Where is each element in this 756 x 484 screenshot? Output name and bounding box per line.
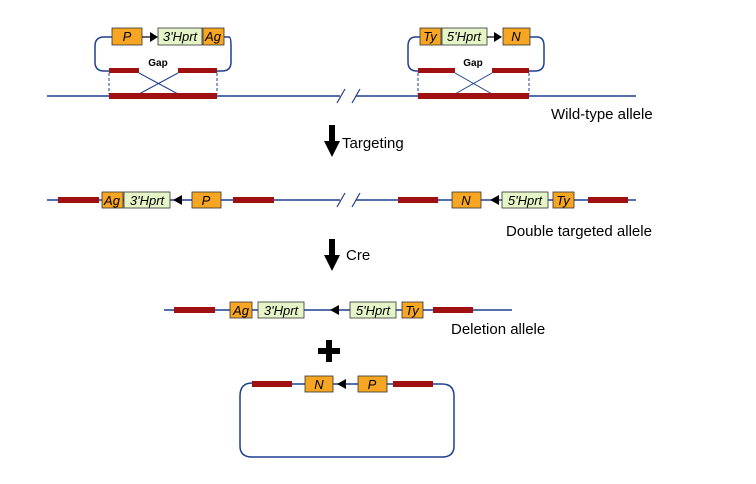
del-3hprt-label: 3'Hprt bbox=[264, 303, 300, 318]
dt-arrow-1 bbox=[173, 195, 182, 205]
dt-homology-4 bbox=[588, 197, 628, 203]
wt-homology-region-2 bbox=[418, 93, 529, 99]
del-homology-2 bbox=[433, 307, 473, 313]
vector1-arrow bbox=[150, 32, 158, 42]
vector1-box-Ag bbox=[202, 27, 225, 46]
vector2-gap-label: Gap bbox=[463, 58, 482, 69]
dt-homology-1 bbox=[58, 197, 99, 203]
vector2-5hprt-label: 5'Hprt bbox=[447, 29, 483, 44]
dt-P-label: P bbox=[202, 193, 211, 208]
vector2-box-Ty bbox=[419, 27, 442, 46]
vector1-backbone bbox=[94, 36, 232, 72]
circle-box-P bbox=[357, 375, 388, 393]
cre-label: Cre bbox=[346, 247, 370, 264]
deletion-label: Deletion allele bbox=[451, 321, 545, 338]
targeting-arrow bbox=[324, 125, 340, 157]
vector2-arrow bbox=[494, 32, 502, 42]
double-targeted-label: Double targeted allele bbox=[506, 223, 652, 240]
dt-Ty-label: Ty bbox=[556, 193, 571, 208]
excised-circle bbox=[239, 375, 455, 458]
circle-box-N bbox=[304, 375, 334, 393]
vector1-homology-right bbox=[178, 68, 217, 73]
deletion-allele bbox=[164, 301, 512, 319]
double-targeted-allele bbox=[47, 191, 636, 209]
vector2-backbone bbox=[407, 36, 545, 72]
circle-arrow bbox=[337, 379, 346, 389]
wt-break-mark-1 bbox=[336, 88, 346, 104]
cre-arrow bbox=[324, 239, 340, 271]
vector1-3hprt-label: 3'Hprt bbox=[163, 29, 199, 44]
dt-box-P bbox=[191, 191, 222, 209]
vector2-homology-right bbox=[492, 68, 529, 73]
targeting-label: Targeting bbox=[342, 135, 404, 152]
vector1-box-3hprt bbox=[157, 27, 203, 46]
wild-type-label: Wild-type allele bbox=[551, 106, 653, 123]
del-arrow bbox=[330, 305, 339, 315]
vector1-Ag-label: Ag bbox=[204, 29, 222, 44]
circle-P-label: P bbox=[368, 377, 377, 392]
dt-arrow-2 bbox=[490, 195, 499, 205]
circle-N-label: N bbox=[314, 377, 324, 392]
del-homology-1 bbox=[174, 307, 215, 313]
del-Ag-label: Ag bbox=[232, 303, 250, 318]
circle-homology-1 bbox=[252, 381, 292, 387]
dt-N-label: N bbox=[461, 193, 471, 208]
dt-homology-3 bbox=[398, 197, 438, 203]
vector2-box-N bbox=[502, 27, 531, 46]
vector1-P-label: P bbox=[123, 29, 132, 44]
wt-homology-region-1 bbox=[109, 93, 217, 99]
vector2-Ty-label: Ty bbox=[423, 29, 438, 44]
dt-break-mark-2 bbox=[351, 192, 361, 208]
del-box-Ty bbox=[401, 301, 424, 319]
vector2-homology-left bbox=[418, 68, 455, 73]
dt-box-5hprt bbox=[501, 191, 549, 209]
vector1-gap-label: Gap bbox=[148, 58, 167, 69]
wt-break-mark-2 bbox=[351, 88, 361, 104]
dt-5hprt-label: 5'Hprt bbox=[508, 193, 544, 208]
dt-break-mark-1 bbox=[336, 192, 346, 208]
del-box-Ag bbox=[229, 301, 253, 319]
dt-box-Ty bbox=[552, 191, 575, 209]
dt-box-3hprt bbox=[123, 191, 171, 209]
dt-box-Ag bbox=[101, 191, 124, 209]
wild-type-allele bbox=[47, 88, 636, 104]
circle-homology-2 bbox=[393, 381, 433, 387]
del-box-5hprt bbox=[349, 301, 397, 319]
dt-3hprt-label: 3'Hprt bbox=[130, 193, 166, 208]
del-Ty-label: Ty bbox=[405, 303, 420, 318]
vector1-homology-left bbox=[109, 68, 139, 73]
del-5hprt-label: 5'Hprt bbox=[356, 303, 392, 318]
dt-box-N bbox=[451, 191, 482, 209]
vector2-N-label: N bbox=[511, 29, 521, 44]
vector1-crossover bbox=[108, 72, 218, 95]
plus-sign bbox=[318, 340, 340, 362]
vector2-crossover bbox=[417, 72, 530, 95]
dt-Ag-label: Ag bbox=[103, 193, 121, 208]
del-box-3hprt bbox=[257, 301, 305, 319]
dt-homology-2 bbox=[233, 197, 274, 203]
